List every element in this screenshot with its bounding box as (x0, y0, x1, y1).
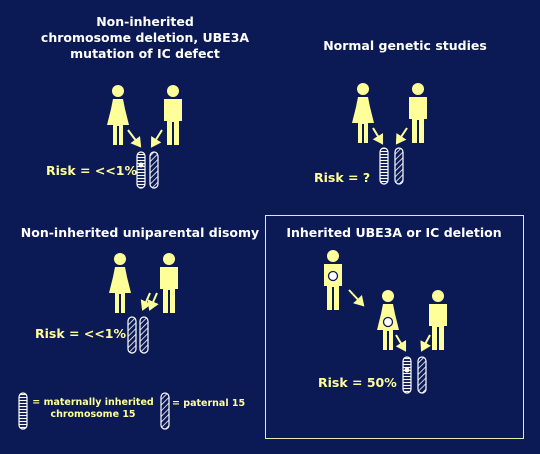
bottom-right-arrow-father (420, 334, 432, 352)
legend-paternal-chromosome (160, 392, 170, 430)
legend-maternal-label: = maternally inherited chromosome 15 (28, 397, 158, 421)
chromosome-body (18, 392, 28, 430)
mutation-marker (327, 270, 339, 282)
bottom-right-father (429, 290, 447, 350)
top-left-mother (107, 85, 129, 145)
body (352, 97, 374, 143)
top-right-arrow-father (395, 127, 408, 145)
bottom-left-arrow-1 (140, 292, 152, 311)
legend-maternal-line-1: = maternally inherited (32, 397, 154, 408)
chromosome-body (160, 392, 170, 430)
bottom-right-paternal-chromosome (417, 356, 427, 394)
top-left-arrow-mother (127, 129, 142, 148)
body (107, 99, 129, 145)
mutation-marker (382, 316, 394, 328)
highlight-box (265, 215, 524, 439)
head (382, 290, 394, 302)
bottom-left-paternal-chromosome-2 (139, 316, 149, 354)
body (164, 99, 182, 145)
top-right-arrow-mother (372, 127, 384, 145)
head (357, 83, 369, 95)
legend-maternal-line-2: chromosome 15 (50, 409, 136, 420)
top-left-paternal-chromosome (149, 151, 159, 189)
legend-maternal-chromosome (18, 392, 28, 430)
bottom-right-arrow-grandfather (348, 289, 365, 307)
chromosome-body (402, 356, 412, 394)
legend-paternal-label: = paternal 15 (172, 398, 246, 409)
head (167, 85, 179, 97)
top-left-title: Non-inherited chromosome deletion, UBE3A… (20, 14, 270, 62)
top-left-title-line-2: chromosome deletion, UBE3A (40, 30, 250, 45)
bottom-right-mother (377, 290, 399, 350)
bottom-left-risk: Risk = <<1% (35, 326, 127, 341)
bottom-right-maternal-chromosome (402, 356, 412, 394)
chromosome-body (379, 147, 389, 185)
top-left-risk: Risk = <<1% (46, 163, 138, 178)
bottom-left-father (160, 253, 178, 313)
head (412, 83, 424, 95)
bottom-left-arrow-2 (147, 292, 159, 311)
deletion-marker (404, 367, 410, 373)
bottom-left-paternal-chromosome-1 (127, 316, 137, 354)
head (432, 290, 444, 302)
top-left-maternal-chromosome (136, 151, 146, 189)
chromosome-body (127, 316, 137, 354)
chromosome-body (394, 147, 404, 185)
bottom-left-mother (109, 253, 131, 313)
bottom-right-risk: Risk = 50% (318, 375, 397, 390)
bottom-right-title: Inherited UBE3A or IC deletion (286, 225, 502, 240)
top-right-risk: Risk = ? (314, 170, 371, 185)
head (163, 253, 175, 265)
body (409, 97, 427, 143)
top-right-title: Normal genetic studies (323, 38, 487, 53)
grandfather (324, 250, 342, 310)
bottom-right-arrow-mother (395, 334, 407, 352)
top-right-paternal-chromosome (394, 147, 404, 185)
top-left-title-line-3: mutation of IC defect (70, 46, 220, 61)
top-left-arrow-father (150, 129, 163, 148)
chromosome-body (149, 151, 159, 189)
body (109, 267, 131, 313)
deletion-marker (138, 162, 144, 168)
body (429, 304, 447, 350)
bottom-left-title: Non-inherited uniparental disomy (20, 225, 260, 240)
head (114, 253, 126, 265)
chromosome-body (136, 151, 146, 189)
top-right-maternal-chromosome (379, 147, 389, 185)
top-left-title-line-1: Non-inherited (96, 14, 194, 29)
top-right-father (409, 83, 427, 143)
head (327, 250, 339, 262)
head (112, 85, 124, 97)
chromosome-body (139, 316, 149, 354)
top-left-father (164, 85, 182, 145)
chromosome-body (417, 356, 427, 394)
top-right-mother (352, 83, 374, 143)
body (160, 267, 178, 313)
